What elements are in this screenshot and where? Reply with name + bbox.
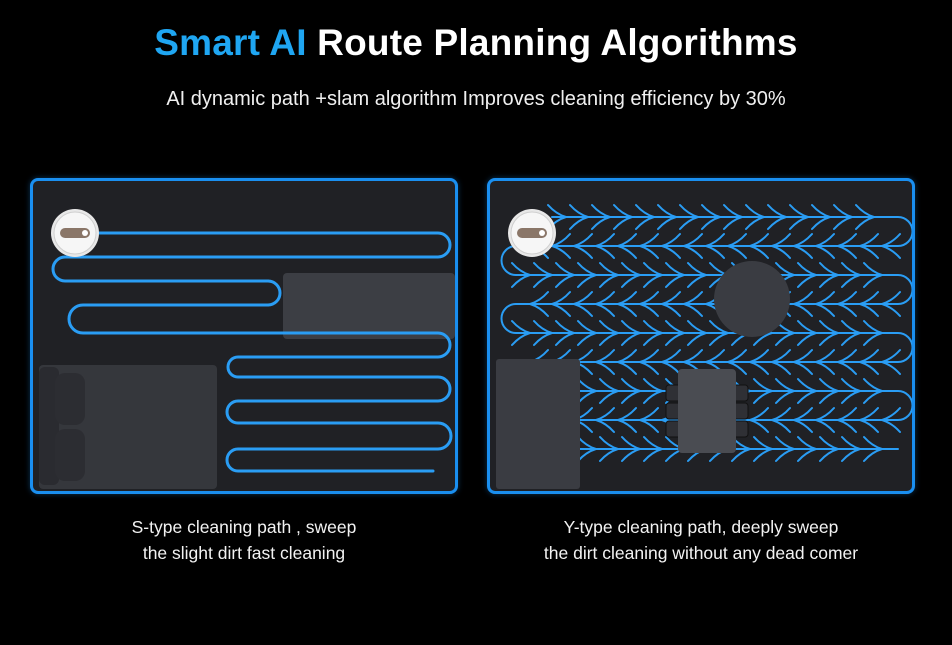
page-subtitle: AI dynamic path +slam algorithm Improves… [166, 88, 786, 110]
s-type-map [39, 209, 455, 489]
robot-vacuum-icon [51, 209, 99, 257]
s-type-panel [30, 178, 458, 494]
title-rest: Route Planning Algorithms [317, 22, 798, 63]
y-caption-line1: Y-type cleaning path, deeply sweep [563, 517, 839, 537]
page-title: Smart AI Route Planning Algorithms [0, 22, 952, 64]
y-type-caption: Y-type cleaning path, deeply sweep the d… [487, 514, 915, 566]
y-type-map [496, 204, 912, 489]
y-caption-line2: the dirt cleaning without any dead comer [543, 543, 859, 563]
table-icon [665, 369, 749, 453]
round-table-icon [714, 261, 790, 337]
s-path [51, 231, 453, 473]
bed-icon [39, 365, 217, 489]
s-type-caption: S-type cleaning path , sweep the slight … [30, 514, 458, 566]
y-type-panel [487, 178, 915, 494]
title-accent: Smart AI [154, 22, 307, 63]
s-caption-line1: S-type cleaning path , sweep [131, 517, 357, 537]
robot-vacuum-icon [508, 209, 556, 257]
s-caption-line2: the slight dirt fast cleaning [142, 543, 346, 563]
sofa-icon [283, 273, 455, 339]
cabinet-icon [496, 359, 580, 489]
